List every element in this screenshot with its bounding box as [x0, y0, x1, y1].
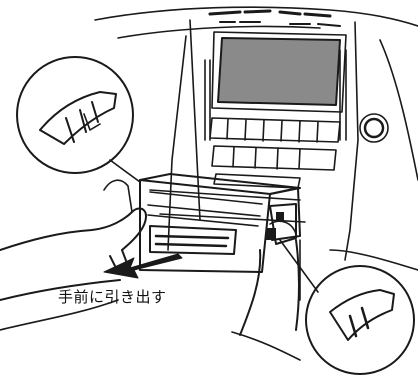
control-buttons — [209, 113, 389, 189]
right-hand — [231, 220, 301, 361]
instruction-caption: 手前に引き出す — [58, 288, 167, 306]
pull-out-arrow — [103, 253, 183, 279]
audio-unit — [139, 173, 301, 273]
navigation-screen — [211, 31, 347, 113]
dashboard-console — [94, 6, 418, 301]
left-hand — [0, 179, 147, 331]
left-zoom-callout — [16, 56, 141, 183]
